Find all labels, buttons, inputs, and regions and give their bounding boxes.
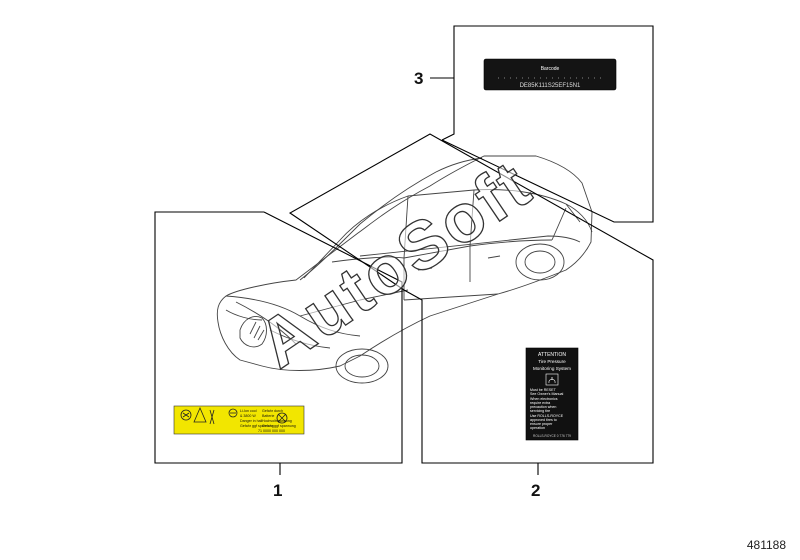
watermark-logo: AutoSoft bbox=[244, 145, 546, 383]
label1-text-left-2: Danger in hall bbox=[240, 419, 262, 423]
label3-background bbox=[483, 58, 617, 91]
label1-text-left-3: Gefahr ggf spannung bbox=[240, 424, 274, 428]
label2-note-1: See Owner's Manual bbox=[530, 392, 563, 396]
label-part-1-warning-sticker: Li-Ion cool & 3800 W Danger in hall Gefa… bbox=[173, 405, 305, 435]
label1-text-right-2: Hochvoltspannung bbox=[262, 419, 292, 423]
diagram-id: 481188 bbox=[746, 538, 786, 552]
warning-pictogram-icon bbox=[180, 406, 288, 425]
label2-note-8: ensure proper bbox=[530, 422, 553, 426]
label1-text-right-0: Gefahr durch bbox=[262, 409, 283, 413]
car-outline-drawing bbox=[216, 155, 593, 384]
label2-note-7: approved tires to bbox=[530, 418, 557, 422]
label2-background bbox=[525, 347, 579, 441]
label2-note-0: Must be RESET bbox=[530, 388, 557, 392]
label1-text-right-1: Batterie bbox=[262, 414, 274, 418]
callout-number-1: 1 bbox=[273, 481, 282, 500]
label2-note-2: When electronics bbox=[530, 397, 558, 401]
label-part-2-tpms-sticker: ATTENTION Tire Pressure Monitoring Syste… bbox=[525, 347, 579, 441]
callout-number-3: 3 bbox=[414, 69, 423, 88]
svg-text:AutoSoft: AutoSoft bbox=[245, 145, 545, 382]
label2-footer: ROLLS-ROYCE 0 776 779 bbox=[533, 434, 571, 438]
label2-note-6: Use ROLLS-ROYCE bbox=[530, 414, 564, 418]
label2-heading-0: ATTENTION bbox=[538, 352, 566, 358]
label1-text-left-0: Li-Ion cool bbox=[240, 409, 257, 413]
label1-part-number: 71 0000 000 000 bbox=[258, 429, 285, 433]
label3-code: DE85K111S25EF15N1 bbox=[520, 83, 581, 89]
label-part-3-barcode-plate: Barcode DE85K111S25EF15N1 bbox=[483, 58, 617, 91]
label2-note-4: precaution when bbox=[530, 405, 556, 409]
label1-text-left-1: & 3800 W bbox=[240, 414, 256, 418]
label1-text-right-3: Gefahr ggf spannung bbox=[262, 424, 296, 428]
frame-part-3 bbox=[441, 25, 654, 223]
frame-part-2 bbox=[288, 133, 654, 464]
label2-note-3: require extra bbox=[530, 401, 550, 405]
label2-heading-1: Tire Pressure bbox=[538, 359, 566, 364]
label2-note-5: servicing tire bbox=[530, 409, 550, 413]
frame-part-1 bbox=[154, 211, 403, 464]
label2-note-9: operation bbox=[530, 426, 545, 430]
label1-background bbox=[173, 405, 305, 435]
callout-frames bbox=[154, 25, 654, 475]
label2-heading-2: Monitoring System bbox=[533, 366, 571, 371]
label3-title: Barcode bbox=[541, 66, 560, 72]
callout-number-2: 2 bbox=[531, 481, 540, 500]
tire-warning-icon bbox=[545, 373, 559, 386]
